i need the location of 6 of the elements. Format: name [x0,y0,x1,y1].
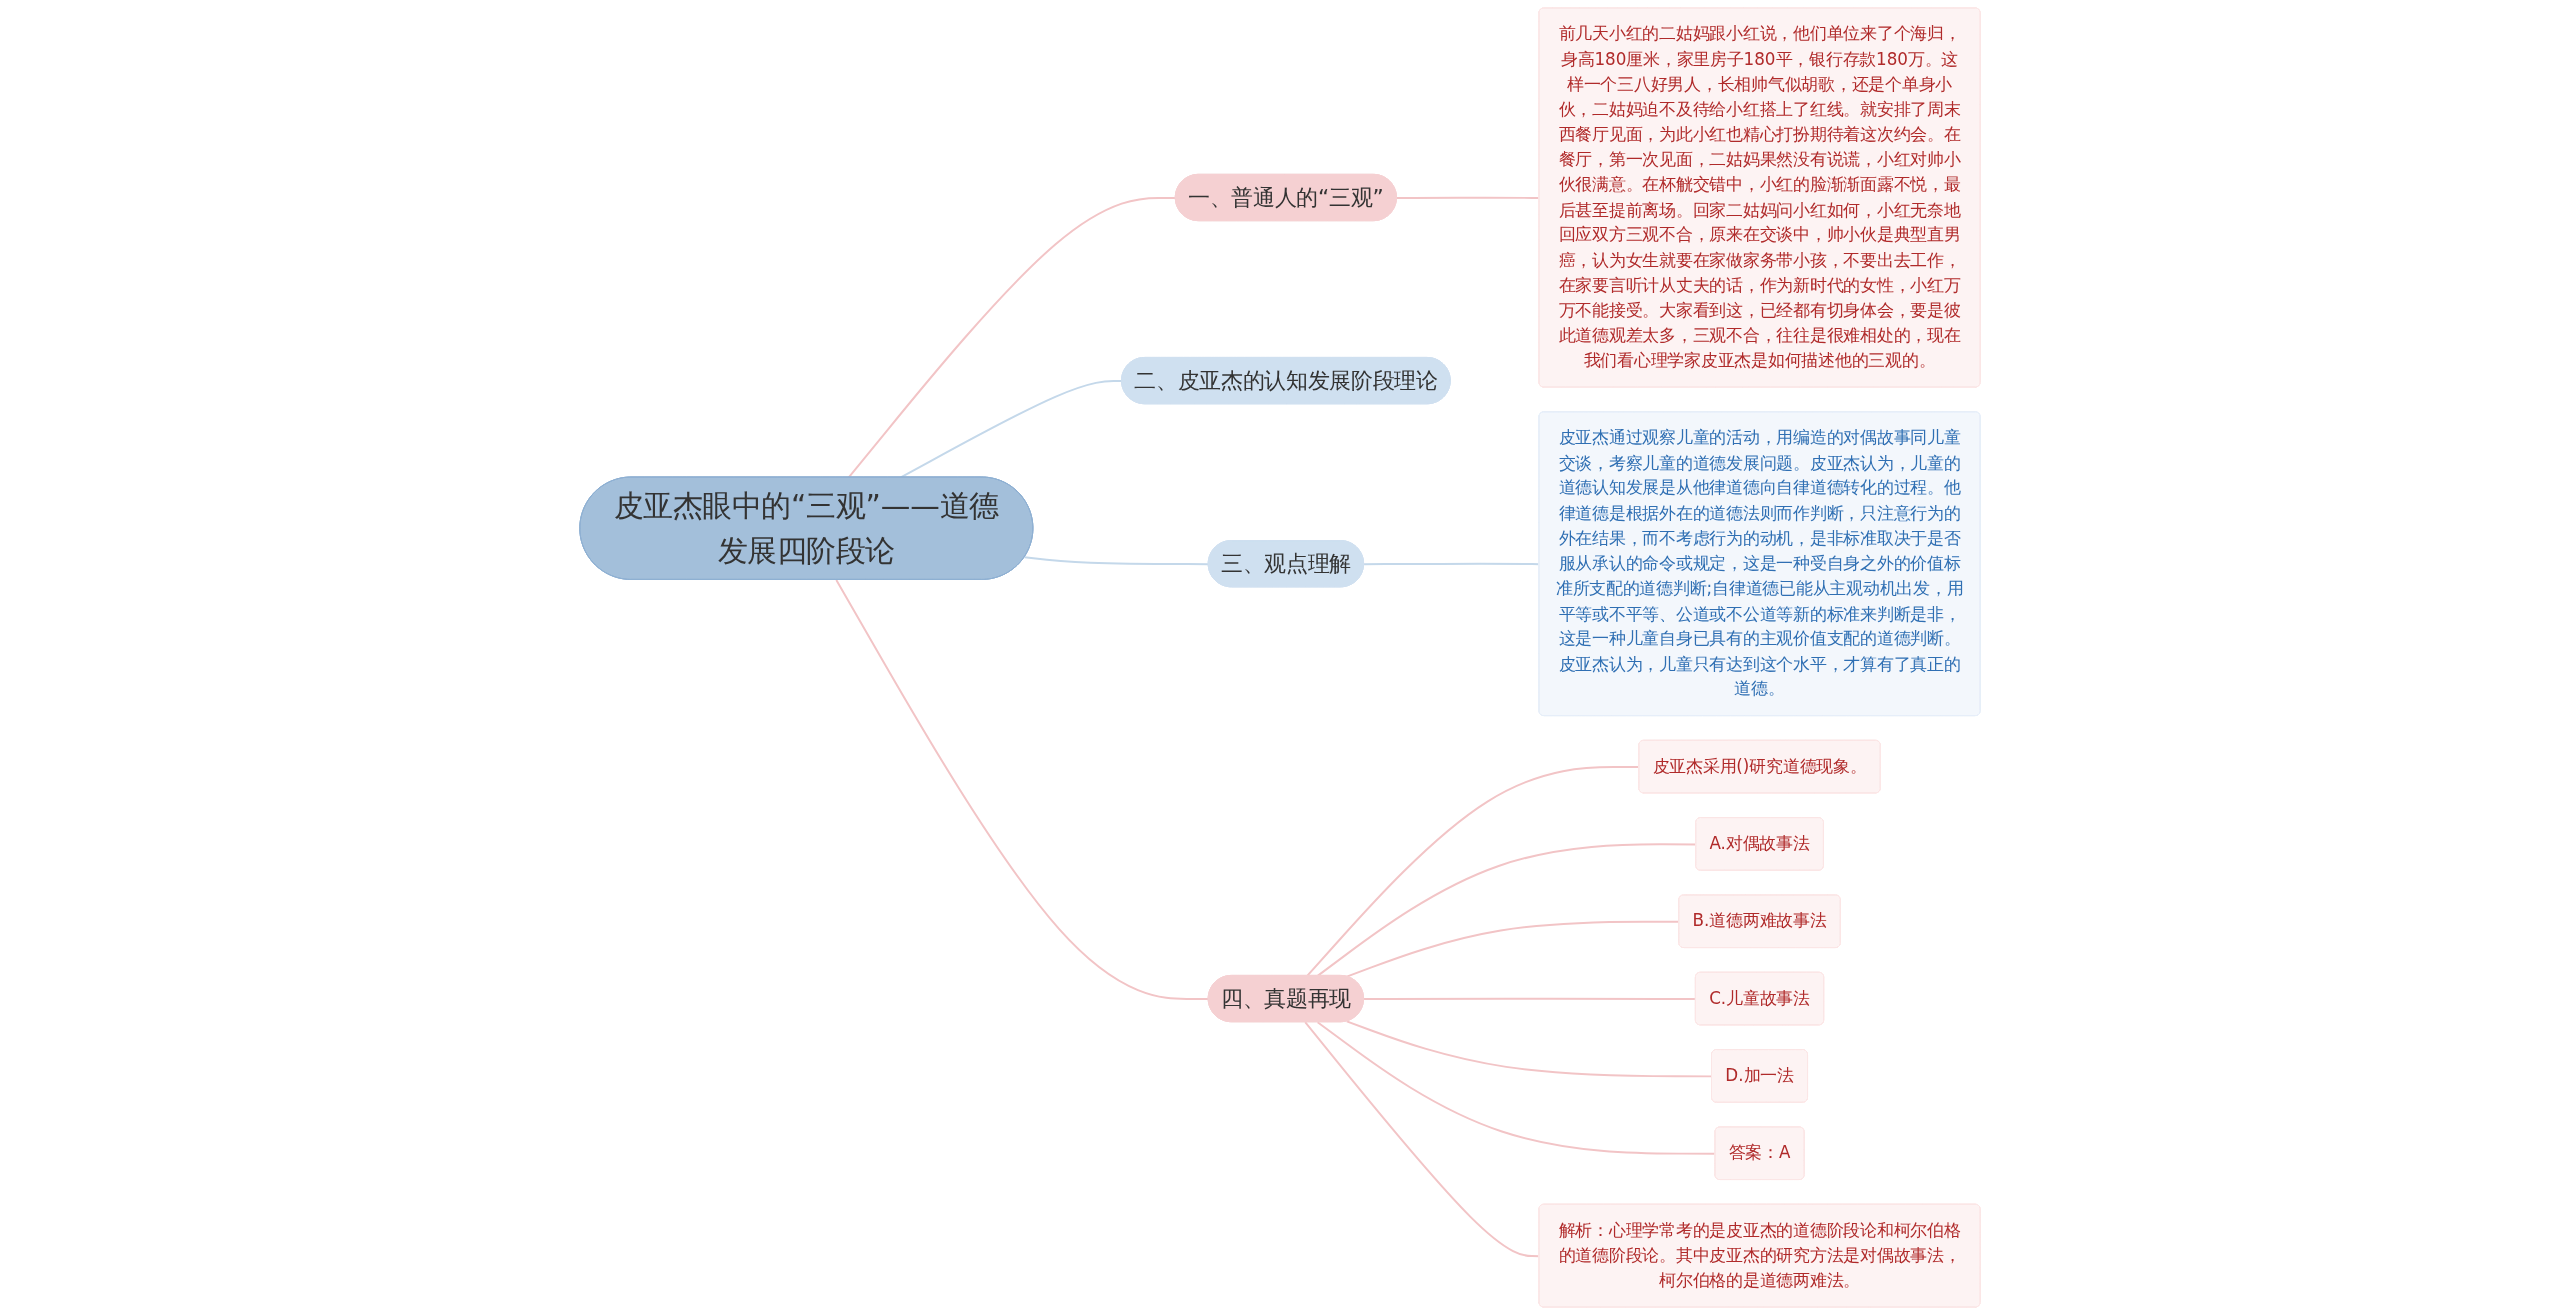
connector [1023,556,1210,566]
connector [1363,997,1697,1001]
connector [1345,1020,1713,1078]
connector [847,196,1177,479]
connector [899,380,1123,479]
connector [835,578,1210,1001]
